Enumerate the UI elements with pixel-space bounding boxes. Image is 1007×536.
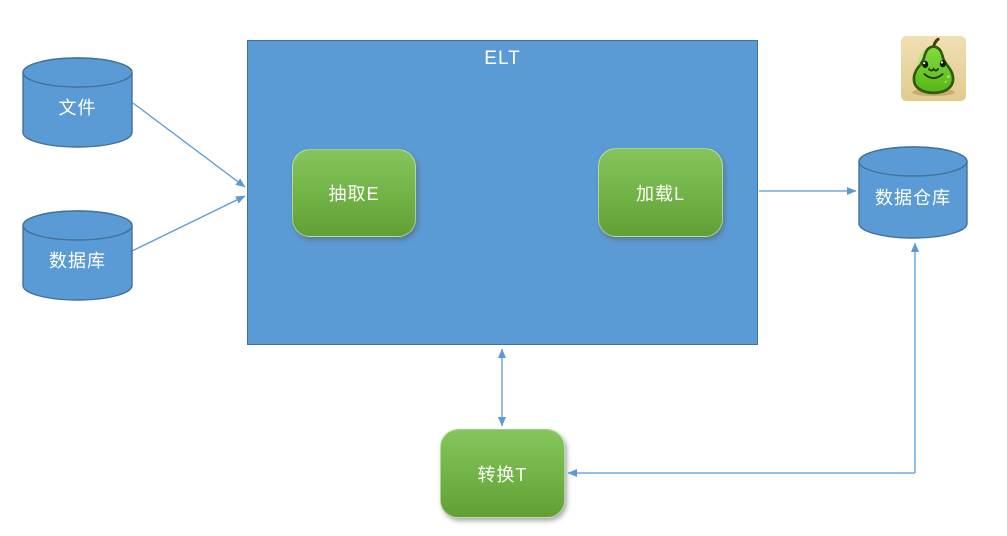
node-database-label: 数据库 bbox=[49, 250, 106, 271]
node-load-label: 加载L bbox=[635, 183, 685, 204]
node-transform-label: 转换T bbox=[477, 464, 528, 485]
node-extract: 抽取E bbox=[292, 149, 416, 237]
node-file-label: 文件 bbox=[58, 97, 97, 118]
node-load: 加载L bbox=[598, 148, 723, 237]
connector-file-to-elt bbox=[132, 102, 246, 188]
cylinder-shape bbox=[858, 146, 968, 239]
node-transform: 转换T bbox=[440, 429, 565, 518]
node-warehouse-label: 数据仓库 bbox=[875, 187, 951, 208]
elt-container-title: ELT bbox=[484, 48, 521, 69]
pear-mascot-icon bbox=[901, 36, 966, 101]
node-warehouse-cylinder: 数据仓库 bbox=[858, 146, 968, 239]
node-file-cylinder: 文件 bbox=[22, 57, 133, 148]
cylinder-shape bbox=[22, 210, 133, 301]
node-database-cylinder: 数据库 bbox=[22, 210, 133, 301]
cylinder-shape bbox=[22, 57, 133, 148]
connector-database-to-elt bbox=[131, 195, 246, 252]
node-extract-label: 抽取E bbox=[328, 184, 380, 204]
pear-mascot-graphic bbox=[901, 36, 966, 101]
